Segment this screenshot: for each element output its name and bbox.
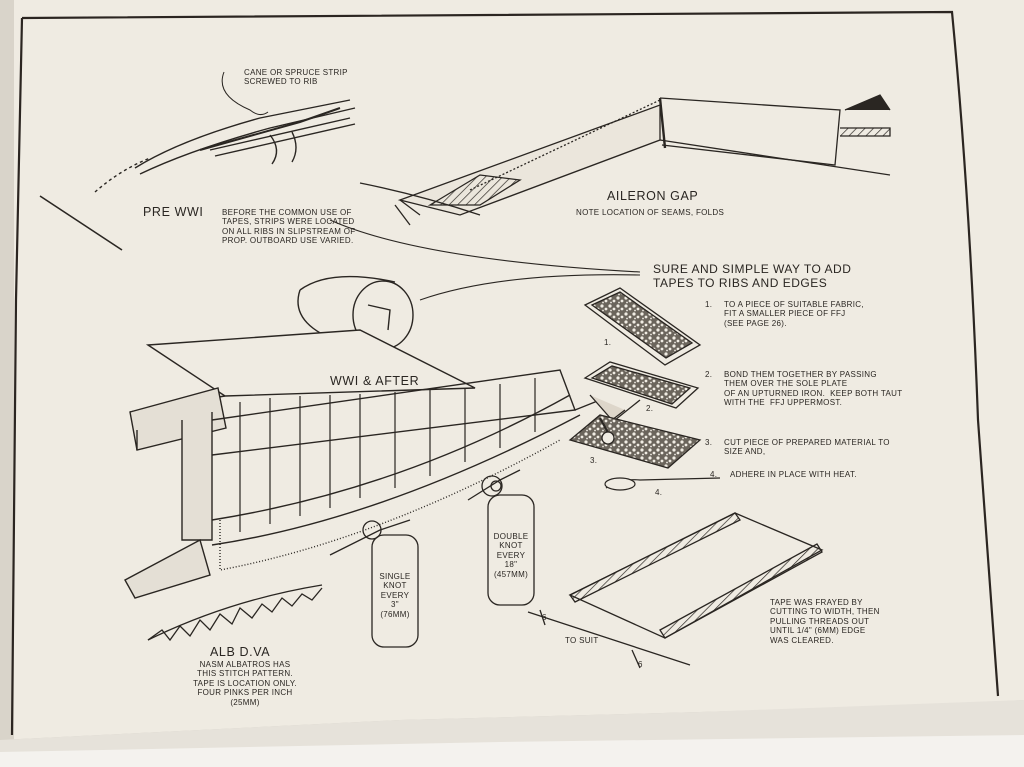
paper-shadow-left <box>0 0 14 767</box>
frayed-tape-note: TAPE WAS FRAYED BY CUTTING TO WIDTH, THE… <box>770 598 880 645</box>
method-figure-4 <box>604 477 721 491</box>
wing-section <box>124 275 601 599</box>
step-3-num: 3. <box>705 438 713 447</box>
alb-stitch-sample <box>147 584 323 642</box>
method-title: SURE AND SIMPLE WAY TO ADD TAPES TO RIBS… <box>653 262 852 291</box>
aileron-sketch <box>359 94 891 226</box>
frayed-tape <box>527 512 824 669</box>
method-arrows <box>329 219 641 301</box>
step-1-text: TO A PIECE OF SUITABLE FABRIC, FIT A SMA… <box>724 300 864 328</box>
figure-number-4: 4. <box>655 488 663 497</box>
aileron-gap-title: AILERON GAP <box>607 189 699 203</box>
figure-number-2: 2. <box>646 404 654 413</box>
aileron-gap-note: NOTE LOCATION OF SEAMS, FOLDS <box>576 208 725 217</box>
alb-title: ALB D.Va <box>210 645 271 659</box>
step-4-num: 4. <box>710 470 718 479</box>
method-figure-2 <box>583 361 700 421</box>
step-2-text: BOND THEM TOGETHER BY PASSING THEM OVER … <box>724 370 903 408</box>
method-figure-1 <box>583 287 702 366</box>
pre-wwi-note: BEFORE THE COMMON USE OF TAPES, STRIPS W… <box>222 208 356 246</box>
wwi-after-title: WWI & AFTER <box>330 374 420 388</box>
method-figure-3 <box>568 414 702 469</box>
step-1-num: 1. <box>705 300 713 309</box>
step-4-text: ADHERE IN PLACE WITH HEAT. <box>730 470 857 479</box>
figure-number-1: 1. <box>604 338 612 347</box>
dimension-top: 6 <box>542 613 547 622</box>
step-2-num: 2. <box>705 370 713 379</box>
page-fold <box>0 735 1024 767</box>
cane-strip-note: CANE OR SPRUCE STRIP SCREWED TO RIB <box>244 68 348 87</box>
double-knot-text: DOUBLE KNOT EVERY 18" (457mm) <box>493 532 529 579</box>
to-suit-label: TO SUIT <box>565 636 599 645</box>
single-knot-text: SINGLE KNOT EVERY 3" (76mm) <box>379 572 411 619</box>
dimension-bottom: 6 <box>638 660 643 669</box>
alb-note: NASM ALBATROS HAS THIS STITCH PATTERN. T… <box>193 660 297 707</box>
step-3-text: CUT PIECE OF PREPARED MATERIAL TO SIZE A… <box>724 438 890 457</box>
frame-border <box>10 10 1000 736</box>
single-knot-tag <box>329 519 419 648</box>
pre-wwi-sketch <box>39 71 356 251</box>
double-knot-tag <box>467 469 535 606</box>
figure-number-3: 3. <box>590 456 598 465</box>
pre-wwi-title: PRE WWI <box>143 205 204 219</box>
